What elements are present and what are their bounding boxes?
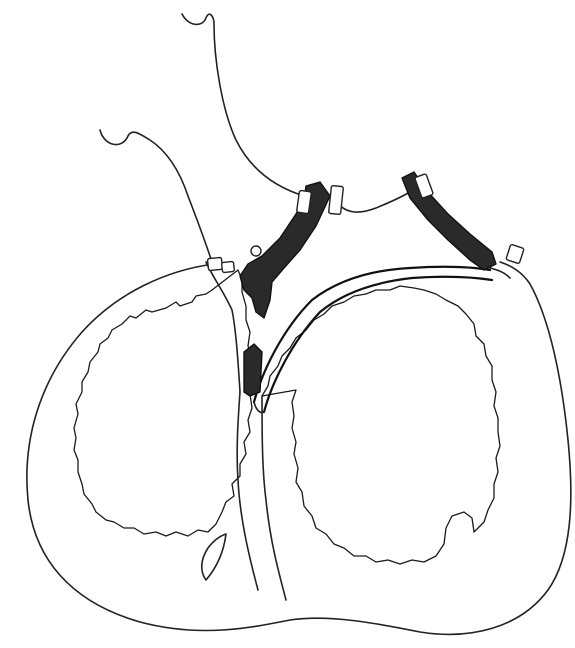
right-ventricle-cavity — [262, 286, 500, 564]
clip-left — [207, 257, 222, 270]
left-graft-stem — [244, 344, 262, 396]
left-ventricle-cavity — [74, 270, 254, 536]
left-papillary-notch — [202, 534, 226, 580]
right-graft-connector — [490, 268, 510, 278]
heart-outer-outline — [27, 262, 571, 634]
upper-vessel-line — [182, 14, 304, 196]
clip-right — [506, 244, 524, 264]
clip-left-2 — [222, 261, 235, 272]
clip-upper-mid — [329, 185, 344, 214]
interventricular-septum — [237, 392, 286, 600]
right-graft — [402, 172, 496, 270]
left-vessel-line — [100, 130, 212, 262]
conduit-tube-outer — [254, 267, 490, 402]
conduit-tube-inner — [264, 277, 492, 412]
upper-vessel-line-2 — [338, 192, 410, 212]
graft-knob — [251, 246, 261, 256]
clip-upper-left — [297, 190, 312, 213]
